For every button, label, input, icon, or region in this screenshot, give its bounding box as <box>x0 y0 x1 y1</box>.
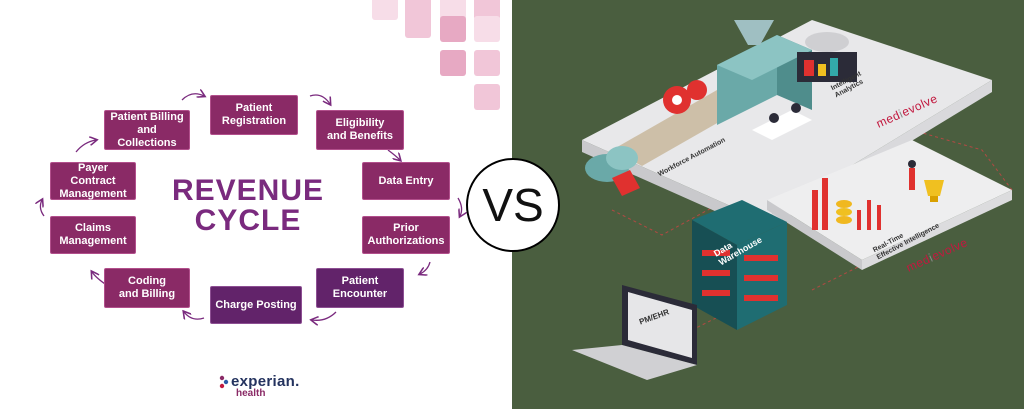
step-label: Prior <box>393 222 419 234</box>
decor-square <box>474 0 500 20</box>
title-line: CYCLE <box>194 204 302 237</box>
step-label: Authorizations <box>367 235 445 247</box>
vs-text: VS <box>482 179 544 231</box>
decor-square <box>474 84 500 110</box>
step-label: and Billing <box>118 288 176 300</box>
step-label: and Benefits <box>326 130 393 142</box>
logo-word: experian. <box>231 373 300 390</box>
vs-circle: VS <box>466 158 560 252</box>
step-label: Management <box>59 235 127 247</box>
step-label: Charge Posting <box>215 298 297 311</box>
title-line: REVENUE <box>171 174 325 207</box>
step-label: Patient <box>235 102 273 114</box>
cycle-arrows <box>0 0 512 409</box>
step-label: Payer Contract <box>70 161 116 187</box>
decor-square <box>440 50 466 76</box>
step-data-entry: Data Entry <box>362 162 450 200</box>
experian-logo: experian. health <box>219 373 300 399</box>
isometric-illustration <box>572 20 1013 380</box>
logo-sub: health <box>236 388 266 399</box>
experian-dots-icon <box>219 375 229 389</box>
medevolve-panel: Workforce Automation Intelligent Analyti… <box>512 0 1024 409</box>
decor-square <box>440 0 466 20</box>
step-charge-posting: Charge Posting <box>210 286 302 324</box>
decor-square <box>474 16 500 42</box>
step-label: and Collections <box>117 123 177 149</box>
step-label: Encounter <box>332 288 388 300</box>
decor-square <box>474 50 500 76</box>
step-label: Data Entry <box>378 174 434 187</box>
step-label: Registration <box>221 115 287 127</box>
step-label: Patient <box>341 275 379 287</box>
step-label: Eligibility <box>335 117 385 129</box>
step-label: Claims <box>74 222 112 234</box>
step-label: Coding <box>128 275 166 287</box>
decor-square <box>440 16 466 42</box>
decor-square <box>372 0 398 20</box>
decor-square <box>405 12 431 38</box>
step-label: Management <box>59 187 127 200</box>
step-label: Patient Billing <box>110 110 184 123</box>
revenue-cycle-title: REVENUE CYCLE <box>158 176 338 236</box>
